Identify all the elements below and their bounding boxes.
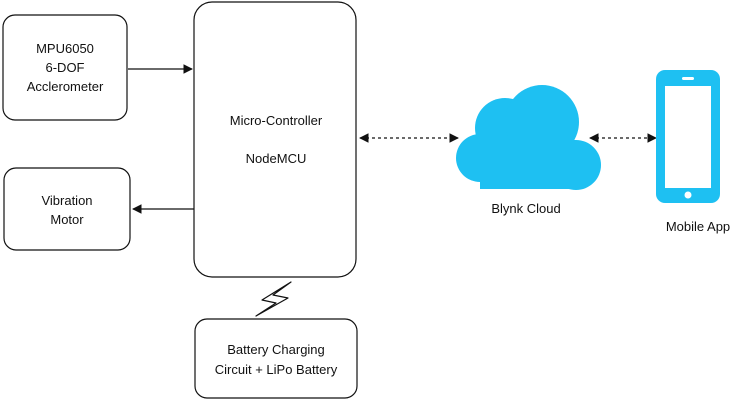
- sensor-label-line3: Acclerometer: [27, 79, 104, 94]
- motor-label-line2: Motor: [50, 212, 84, 227]
- battery-label-line1: Battery Charging: [227, 342, 325, 357]
- phone-speaker: [682, 77, 694, 80]
- phone-home-button: [684, 191, 692, 199]
- smartphone-icon: [656, 70, 720, 203]
- controller-box: [193, 1, 357, 278]
- sensor-box: [2, 14, 128, 121]
- mobile-label: Mobile App: [666, 219, 730, 234]
- motor-label-line1: Vibration: [41, 193, 92, 208]
- cloud-label: Blynk Cloud: [491, 201, 560, 216]
- motor-box: [3, 167, 131, 251]
- cloud-icon: [456, 85, 601, 190]
- battery-block: Battery Charging Circuit + LiPo Battery: [194, 318, 358, 399]
- controller-label-line1: Micro-Controller: [230, 113, 323, 128]
- sensor-label-line2: 6-DOF: [46, 60, 85, 75]
- phone-screen: [665, 86, 711, 188]
- motor-block: Vibration Motor: [3, 167, 131, 251]
- controller-label-line2: NodeMCU: [246, 151, 307, 166]
- sensor-label-line1: MPU6050: [36, 41, 94, 56]
- lightning-bolt-icon: [255, 281, 292, 317]
- controller-block: Micro-Controller NodeMCU: [193, 1, 357, 278]
- battery-label-line2: Circuit + LiPo Battery: [215, 362, 338, 377]
- battery-box: [194, 318, 358, 399]
- sensor-block: MPU6050 6-DOF Acclerometer: [2, 14, 128, 121]
